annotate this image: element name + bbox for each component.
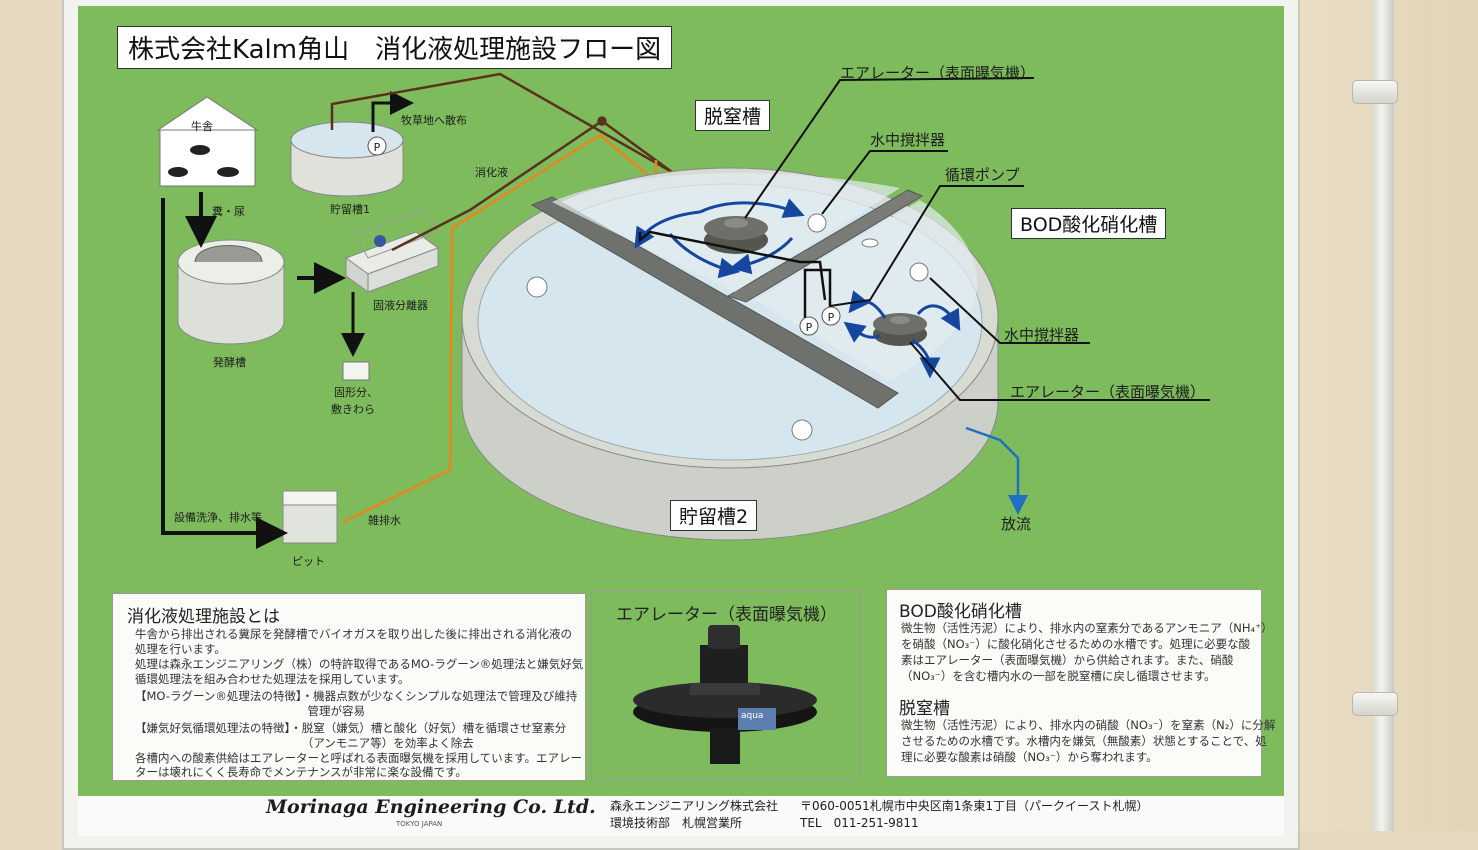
pit-label: ピット [292, 555, 325, 568]
circulation-arrows [634, 198, 961, 379]
about-line: 循環処理法を組み合わせた処理法を採用しています。 [135, 672, 410, 686]
storage2-label: 貯留槽2 [670, 500, 758, 531]
digestate-label: 消化液 [475, 166, 508, 179]
conduit-clip [1352, 80, 1398, 104]
fermenter-label: 発酵槽 [213, 356, 246, 369]
pasture-label: 牧草地へ散布 [401, 114, 467, 127]
storage1-label: 貯留槽1 [330, 203, 370, 216]
bod-panel-heading: BOD酸化硝化槽 [899, 602, 1022, 622]
submersible-mixer [807, 213, 827, 233]
bod-panel: BOD酸化硝化槽 微生物（活性汚泥）により、排水内の窒素分であるアンモニア（NH… [886, 589, 1275, 777]
solid-liquid-separator [344, 209, 440, 293]
leader-lines [744, 77, 1210, 401]
bod-tank-label: BOD酸化硝化槽 [1011, 208, 1167, 239]
cowshed-building [156, 96, 259, 187]
solids-container [342, 361, 370, 381]
digestate-pipe [330, 72, 673, 252]
aerator-panel-heading: エアレーター（表面曝気機） [616, 605, 837, 625]
denitrification-panel-heading: 脱窒槽 [899, 699, 950, 719]
bod-line: 微生物（活性汚泥）により、排水内の窒素分であるアンモニア（NH₄⁺） [901, 621, 1273, 635]
pump-symbol: P [828, 311, 835, 324]
separator-label: 固液分離器 [373, 299, 428, 312]
about-line: ターは壊れにくく長寿命でメンテナンスが非常に楽な設備です。 [135, 765, 467, 779]
wall-conduit [1372, 0, 1394, 831]
manure-label: 糞・尿 [212, 205, 245, 218]
denitrification-tank-label: 脱窒槽 [695, 100, 771, 131]
about-heading: 消化液処理施設とは [127, 607, 280, 627]
about-line: （アンモニア等）を効率よく除去 [135, 736, 474, 750]
page-title: 株式会社Kalm角山 消化液処理施設フロー図 [117, 26, 673, 69]
aerator-bod [873, 313, 927, 346]
aerator-photo [633, 625, 817, 764]
flow-diagram: P P P [156, 72, 1210, 764]
aerator-panel: エアレーター（表面曝気機） [591, 591, 861, 779]
circulation-pumps [638, 230, 879, 336]
wash-label: 設備洗浄、排水等 [174, 511, 262, 524]
submersible-mixer [526, 276, 548, 298]
about-line: 【嫌気好気循環処理法の特徴】・脱窒（嫌気）槽と酸化（好気）槽を循環させ窒素分 [135, 721, 567, 735]
about-line: 管理が容易 [135, 704, 365, 718]
storage-tank-1 [290, 121, 404, 197]
misc-drain-label: 雑排水 [368, 514, 401, 527]
footer-tel: TEL 011-251-9811 [800, 816, 919, 830]
bod-line: （NO₃⁻）を含む槽内水の一部を脱窒槽に戻し循環させます。 [901, 669, 1216, 683]
conduit-clip [1352, 692, 1398, 716]
partition-wall-main [530, 196, 899, 409]
about-line: 【MO-ラグーン®処理法の特徴】・機器点数が少なくシンプルな処理法で管理及び維持 [135, 689, 578, 703]
aerator-badge: aqua [741, 711, 764, 721]
cowshed-label: 牛舎 [191, 120, 213, 133]
footer-company: 森永エンジニアリング株式会社 [610, 799, 779, 813]
submersible-mixer [791, 419, 813, 441]
mixer-top-label: 水中撹拌器 [870, 131, 946, 149]
about-line: 処理を行います。 [135, 642, 226, 656]
discharge-arrow [965, 426, 1028, 515]
circ-pump-label: 循環ポンプ [945, 166, 1020, 184]
pasture-arrow [371, 91, 414, 132]
misc-drain-pipe [342, 133, 657, 524]
partition-wall-branch [726, 189, 924, 303]
aerator-top-label: エアレーター（表面曝気機） [840, 64, 1036, 82]
footer-logo-sub: TOKYO JAPAN [396, 820, 443, 828]
aerator-right-label: エアレーター（表面曝気機） [1010, 383, 1206, 401]
about-line: 処理は森永エンジニアリング（株）の特許取得であるMO-ラグーン®処理法と嫌気好気 [135, 657, 584, 671]
solids-label: 敷きわら [331, 403, 375, 416]
solids-label: 固形分、 [334, 386, 378, 399]
pump-symbol: P [374, 141, 381, 154]
discharge-label: 放流 [1001, 515, 1032, 533]
pit-tank [282, 490, 338, 544]
submersible-mixer [909, 262, 929, 282]
wash-drain-flow [161, 198, 288, 549]
footer-logo: Morinaga Engineering Co. Ltd. [266, 796, 596, 818]
mixer-right-label: 水中撹拌器 [1004, 326, 1080, 344]
footer-strip [78, 796, 1284, 836]
about-line: 牛舎から排出される糞尿を発酵槽でバイオガスを取り出した後に排出される消化液の [135, 627, 572, 641]
bod-line: を硝酸（NO₃⁻）に酸化硝化させるための水槽です。処理に必要な酸 [901, 637, 1251, 651]
footer-address: 〒060-0051札幌市中央区南1条東1丁目（パークイースト札幌） [800, 799, 1149, 813]
pump-symbol: P [806, 321, 813, 334]
denitrification-line: させるための水槽です。水槽内を嫌気（無酸素）状態とすることで、処 [901, 734, 1267, 748]
about-panel: 消化液処理施設とは 牛舎から排出される糞尿を発酵槽でバイオガスを取り出した後に排… [112, 593, 586, 781]
denitrification-line: 理に必要な酸素は硝酸（NO₃⁻）から奪われます。 [901, 750, 1158, 764]
footer-dept: 環境技術部 札幌営業所 [610, 816, 743, 830]
bod-line: 素はエアレーター（表面曝気機）から供給されます。また、硝酸 [901, 653, 1234, 667]
fermenter-tank [177, 239, 285, 345]
about-line: 各槽内への酸素供給はエアレーターと呼ばれる表面曝気機を採用しています。エアレー [135, 751, 583, 765]
denitrification-line: 微生物（活性汚泥）により、排水内の硝酸（NO₃⁻）を窒素（N₂）に分解 [901, 718, 1276, 732]
